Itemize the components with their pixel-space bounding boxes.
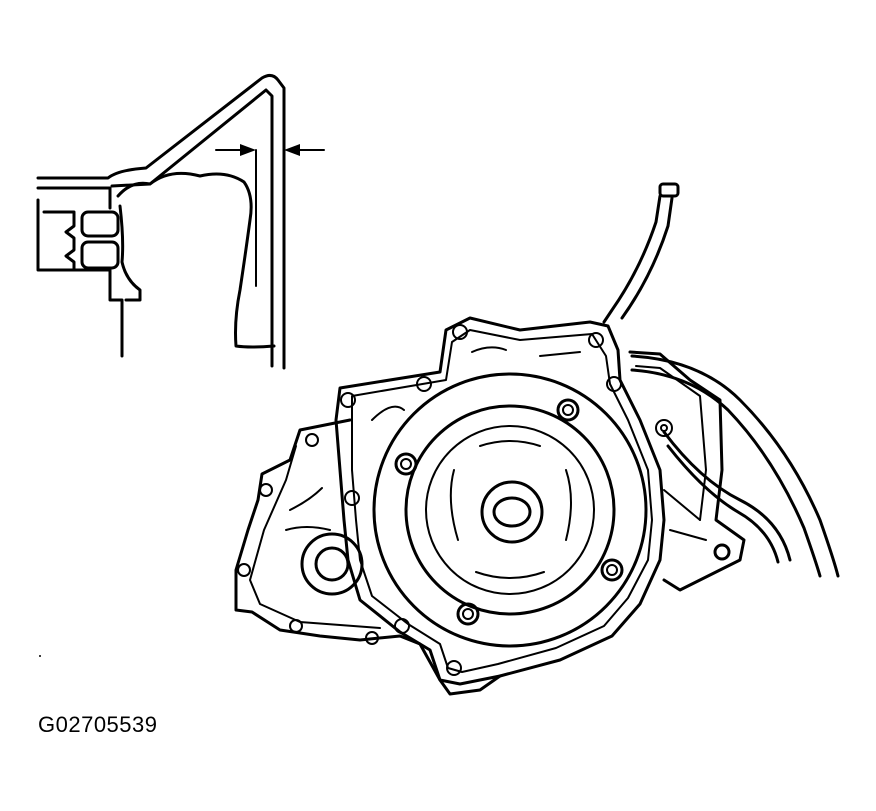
flange-bolt-hole: [446, 660, 462, 676]
flange-bolt-hole: [416, 376, 432, 392]
converter-contour: [449, 469, 459, 541]
mount-bracket: [628, 350, 746, 592]
converter-housing-ring: [372, 372, 648, 648]
bolt-hole: [259, 483, 273, 497]
housing-left-wall: [36, 198, 124, 358]
converter-nut: [394, 452, 418, 476]
bolt-hole: [305, 433, 319, 447]
converter-nut: [556, 398, 580, 422]
dipstick-tube-inner: [620, 196, 674, 320]
converter-contour: [479, 440, 541, 447]
cooler-hose-lower: [662, 430, 792, 562]
dimension-arrow-left: [240, 144, 256, 156]
dimension-arrow-right: [284, 144, 300, 156]
housing-lower-edge: [36, 186, 112, 210]
dipstick-tube: [602, 194, 662, 324]
spline-tooth-lower: [80, 240, 120, 270]
converter-hub-bore: [492, 496, 532, 528]
output-seal-outer: [300, 532, 364, 596]
flange-bolt-hole: [660, 424, 668, 432]
converter-nut: [600, 558, 624, 582]
scan-dot: [39, 655, 41, 657]
hub-cavity-inner: [118, 204, 142, 302]
flange-bolt-hole: [344, 490, 360, 506]
flange-bolt-hole: [606, 376, 622, 392]
bolt-hole: [365, 631, 379, 645]
bellhousing-flange-outer: [334, 316, 666, 686]
mount-bracket-hole: [713, 543, 731, 561]
cross-section-detail: [36, 73, 325, 370]
transaxle-assembly: [234, 182, 840, 696]
housing-profile-outer: [36, 73, 286, 370]
converter-contour: [565, 469, 572, 541]
output-seal-inner: [314, 546, 350, 582]
flange-bolt-hole: [588, 332, 604, 348]
flange-bolt-hole: [655, 419, 673, 437]
converter-hub-outer: [480, 480, 544, 544]
bolt-hole: [237, 563, 251, 577]
flange-bolt-hole: [340, 392, 356, 408]
left-casting-outline: [234, 418, 502, 696]
mount-bracket-rib: [663, 489, 707, 541]
cooler-hose-lower-inner: [666, 444, 780, 564]
flange-bolt-hole: [452, 324, 468, 340]
cooler-hose-upper-inner: [630, 368, 822, 578]
bellhousing-flange-inner: [351, 329, 653, 673]
spline-block: [42, 210, 76, 272]
torque-converter-rim: [425, 425, 595, 595]
hub-cavity-outline: [116, 171, 276, 349]
flange-bolt-hole: [394, 618, 410, 634]
cooler-hose-upper: [630, 354, 840, 578]
torque-converter-outer: [404, 404, 616, 616]
bolt-hole: [289, 619, 303, 633]
converter-nut: [456, 602, 480, 626]
housing-cast-detail: [371, 346, 581, 421]
converter-contour: [475, 571, 545, 579]
spline-tooth-upper: [80, 210, 120, 238]
dipstick-cap: [658, 182, 680, 198]
casting-rib: [285, 487, 331, 531]
figure-code: G02705539: [38, 712, 158, 737]
